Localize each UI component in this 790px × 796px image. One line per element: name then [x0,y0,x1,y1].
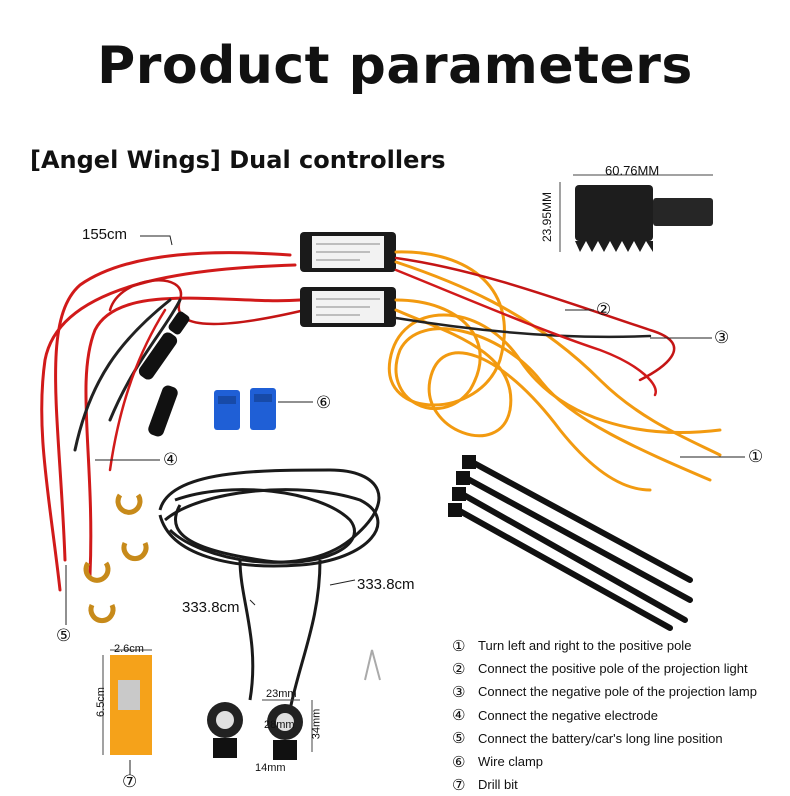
callout-1: ① [748,447,764,466]
product-subtitle: [Angel Wings] Dual controllers [30,146,446,174]
black-harness-coil [158,468,381,711]
cable-length-155-label: 155cm [82,226,128,243]
legend-number: ① [452,637,466,655]
legend-number: ⑥ [452,753,466,771]
legend-item: ① Turn left and right to the positive po… [452,634,787,657]
legend-text: Connect the negative electrode [478,707,658,723]
legend-item: ④ Connect the negative electrode [452,704,787,727]
callout-2: ② [596,300,612,319]
legend-text: Wire clamp [478,754,544,770]
legend-number: ⑤ [452,730,466,748]
projection-lamps [207,699,313,760]
legend-number: ② [452,660,466,678]
legend-list: ① Turn left and right to the positive po… [452,634,787,796]
zip-ties [448,455,693,631]
lamp-inner-label: 28mm [264,719,295,731]
lamp-height-label: 34mm [310,708,323,740]
cable-length-left-label: 333.8cm [182,599,240,616]
orange-wire-bundle [387,250,722,492]
dual-controllers [300,232,396,327]
callout-7: ⑦ [122,772,138,791]
legend-text: Connect the negative pole of the project… [478,684,757,700]
fork-terminals [83,493,149,624]
legend-item: ⑥ Wire clamp [452,750,787,773]
red-wire-bundle [40,251,307,592]
legend-item: ② Connect the positive pole of the proje… [452,657,787,680]
page-title: Product parameters [97,36,693,96]
drill-bit [559,174,713,252]
legend-item: ③ Connect the negative pole of the proje… [452,680,787,703]
lamp-base-label: 14mm [255,762,286,774]
drill-bit-height-label: 23.95MM [540,191,555,243]
legend-item: ⑤ Connect the battery/car's long line po… [452,727,787,750]
lamp-width-label: 23mm [266,688,297,700]
legend-text: Turn left and right to the positive pole [478,638,692,654]
box-height-label: 6.5cm [94,687,107,717]
wire-clamps [214,388,276,430]
legend-text: Connect the battery/car's long line posi… [478,730,723,746]
wire-clip [364,649,381,681]
fuse-holder-group [138,311,190,437]
drill-bit-width-label: 60.76MM [605,163,660,178]
callout-3: ③ [714,328,730,347]
leader-lines [65,235,745,775]
cable-length-right-label: 333.8cm [357,576,415,593]
legend-item: ⑦ Drill bit [452,773,787,796]
legend-text: Drill bit [478,777,518,793]
box-width-label: 2.6cm [114,643,144,655]
legend-number: ③ [452,683,466,701]
drill-bit-box [102,649,152,755]
callout-6: ⑥ [316,393,332,412]
callout-4: ④ [163,450,179,469]
callout-5: ⑤ [56,626,72,645]
legend-number: ④ [452,707,466,725]
legend-text: Connect the positive pole of the project… [478,661,748,677]
legend-number: ⑦ [452,776,466,794]
